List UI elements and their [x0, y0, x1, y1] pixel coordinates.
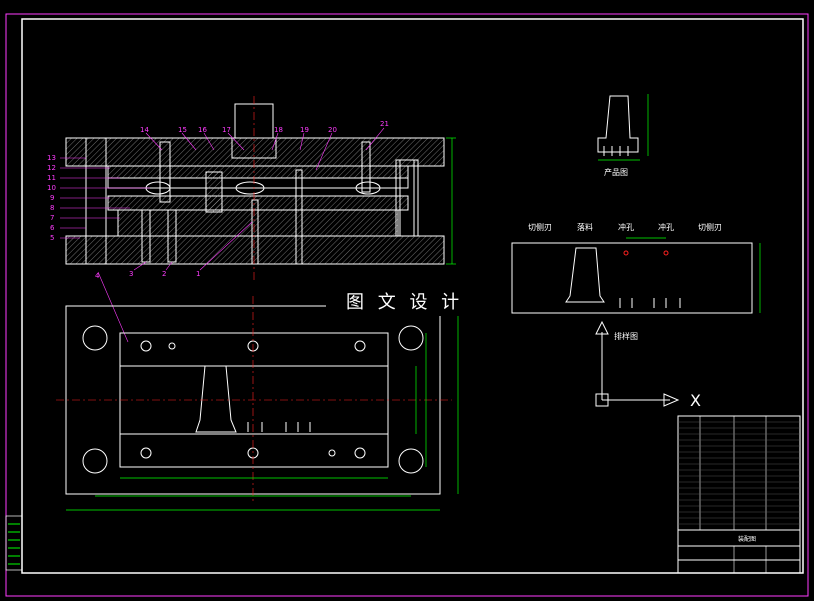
overlay-title-box: 图 文 设 计	[326, 282, 486, 316]
part-number-11: 11	[47, 174, 56, 182]
plan-view	[56, 296, 459, 511]
strip-layout: 切侧刃 落料 冲孔 冲孔 切侧刃 排样图	[511, 222, 761, 341]
axis-x-label: X	[690, 391, 701, 410]
part-number-8: 8	[50, 204, 54, 212]
strip-station-3: 冲孔	[618, 222, 634, 232]
strip-layout-label: 排样图	[614, 331, 638, 341]
part-number-10: 10	[47, 184, 56, 192]
part-number-15: 15	[178, 126, 187, 134]
strip-station-4: 冲孔	[658, 222, 674, 232]
part-number-5: 5	[50, 234, 54, 242]
product-drawing: 产品图	[597, 94, 649, 177]
ucs-icon: X	[595, 320, 701, 410]
part-number-callouts: 14 15 16 17 18 19 20 21 13 12 11 10 9 8 …	[47, 120, 389, 343]
strip-station-2: 落料	[577, 222, 593, 232]
part-number-14: 14	[140, 126, 149, 134]
part-number-1: 1	[196, 270, 200, 278]
part-number-2: 2	[162, 270, 166, 278]
part-number-12: 12	[47, 164, 56, 172]
part-number-17: 17	[222, 126, 231, 134]
part-number-4: 4	[95, 272, 100, 280]
overlay-title: 图 文 设 计	[346, 292, 463, 313]
strip-station-1: 切侧刃	[528, 222, 552, 232]
part-number-9: 9	[50, 194, 54, 202]
title-block-label: 装配图	[738, 535, 756, 543]
part-number-6: 6	[50, 224, 55, 232]
left-legend-box	[5, 515, 23, 571]
drawing-frame	[5, 13, 809, 597]
part-number-18: 18	[274, 126, 283, 134]
part-number-21: 21	[380, 120, 389, 128]
part-number-19: 19	[300, 126, 309, 134]
part-number-16: 16	[198, 126, 207, 134]
part-number-20: 20	[328, 126, 337, 134]
title-block-rows	[678, 421, 800, 525]
title-block: 装配图	[677, 415, 801, 574]
assembly-section-view	[65, 96, 456, 280]
part-number-13: 13	[47, 154, 56, 162]
part-number-3: 3	[129, 270, 133, 278]
product-drawing-label: 产品图	[604, 167, 628, 177]
part-number-7: 7	[50, 214, 54, 222]
strip-station-5: 切侧刃	[698, 222, 722, 232]
